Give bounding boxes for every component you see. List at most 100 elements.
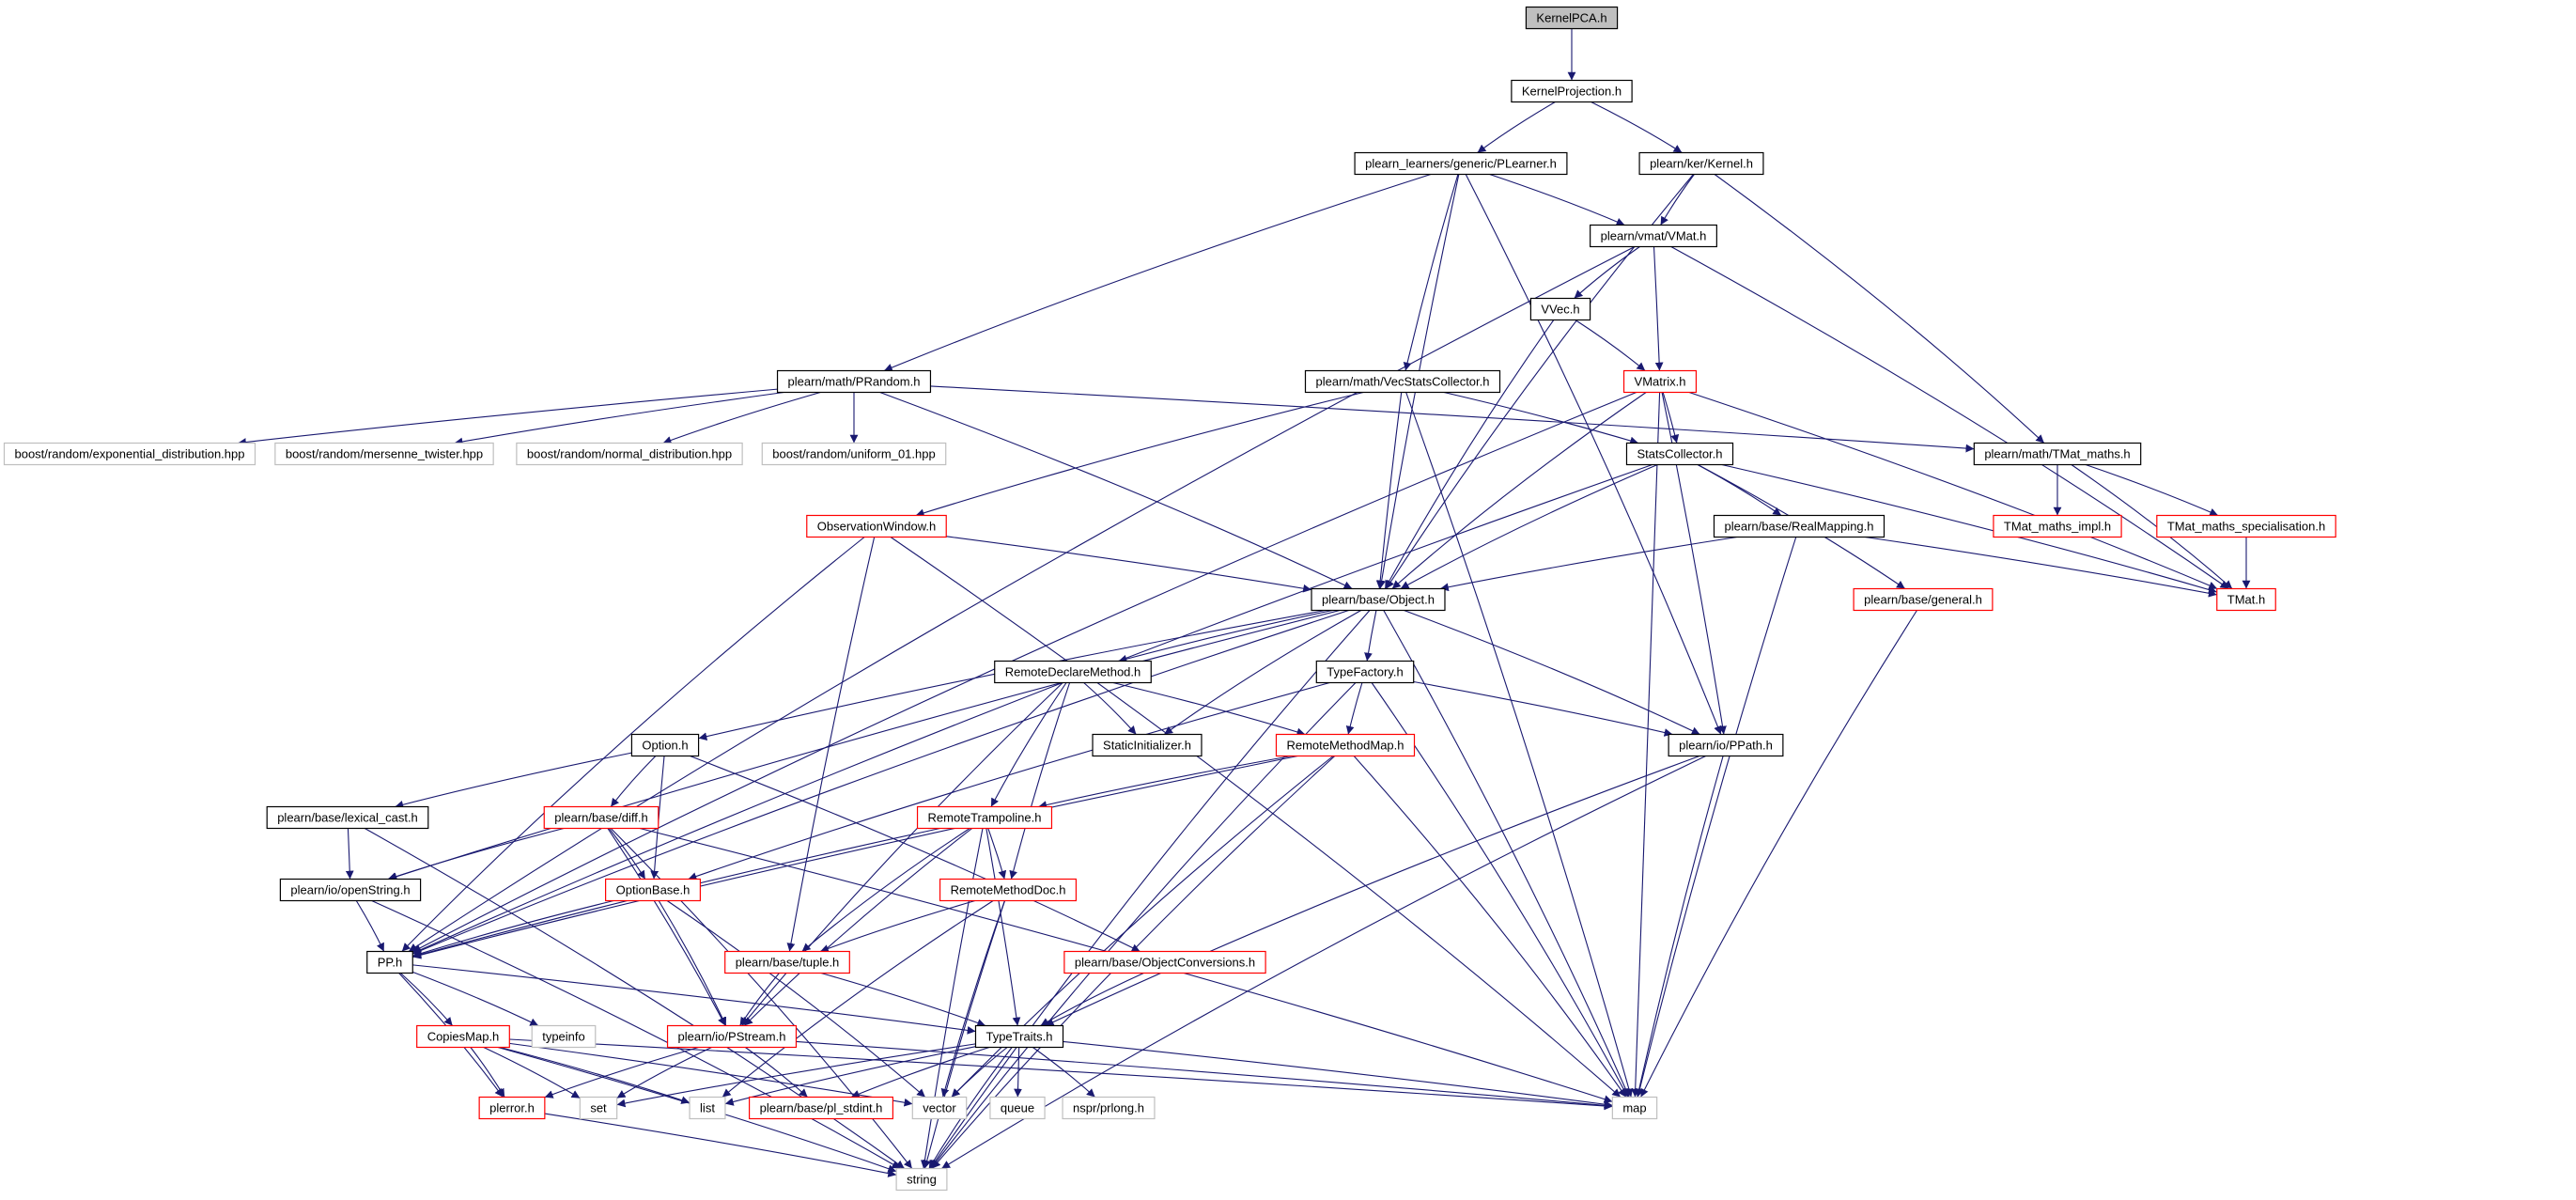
- edge-vmat-to-tmat: [1670, 246, 2229, 589]
- node-label: list: [700, 1101, 715, 1115]
- edge-prandom-to-b_exp: [238, 388, 778, 446]
- graph-node-realmapping[interactable]: plearn/base/RealMapping.h: [1713, 514, 1885, 538]
- edge-obswindow-to-tuple: [786, 537, 876, 952]
- graph-node-optionbase[interactable]: OptionBase.h: [605, 878, 701, 902]
- edge-realmapping-to-object: [1439, 536, 1738, 592]
- node-label: RemoteMethodMap.h: [1286, 739, 1404, 753]
- edge-plearner-to-prandom: [883, 173, 1432, 372]
- graph-node-vecstats[interactable]: plearn/math/VecStatsCollector.h: [1304, 369, 1501, 394]
- edge-typetraits-to-map: [1063, 1040, 1613, 1109]
- edge-remotemethodmap-to-pp: [412, 755, 1298, 959]
- graph-node-remotemethoddoc[interactable]: RemoteMethodDoc.h: [939, 878, 1078, 902]
- edge-statscollector-to-pp: [412, 463, 1653, 954]
- edge-pstream-to-plstdint: [745, 1047, 808, 1098]
- graph-node-b_norm: boost/random/normal_distribution.hpp: [516, 442, 743, 466]
- graph-node-lexicalcast[interactable]: plearn/base/lexical_cast.h: [266, 805, 429, 830]
- graph-node-tuple[interactable]: plearn/base/tuple.h: [724, 950, 850, 974]
- node-label: boost/random/exponential_distribution.hp…: [14, 447, 244, 461]
- node-box: [630, 733, 700, 757]
- node-box: [989, 1096, 1046, 1120]
- graph-node-typefactory[interactable]: TypeFactory.h: [1315, 660, 1415, 684]
- graph-node-plstdint[interactable]: plearn/base/pl_stdint.h: [748, 1096, 894, 1120]
- graph-node-tmat[interactable]: TMat.h: [2216, 587, 2276, 612]
- graph-node-diff[interactable]: plearn/base/diff.h: [543, 805, 660, 830]
- node-box: [1304, 369, 1501, 394]
- graph-node-copiesmap[interactable]: CopiesMap.h: [416, 1024, 510, 1049]
- edge-remotedecl-to-remotetramp: [990, 682, 1067, 807]
- node-box: [605, 878, 701, 902]
- node-box: [366, 950, 413, 974]
- graph-node-obswindow[interactable]: ObservationWindow.h: [806, 514, 947, 538]
- node-box: [748, 1096, 894, 1120]
- edge-tuple-to-pstream: [739, 973, 780, 1026]
- edge-remotetramp-to-remotemethoddoc: [987, 828, 1007, 880]
- node-label: TMat.h: [2227, 593, 2265, 607]
- graph-node-pp[interactable]: PP.h: [366, 950, 413, 974]
- node-box: [516, 442, 743, 466]
- edge-vmat-to-vvec: [1574, 246, 1640, 299]
- graph-node-vmatrix[interactable]: VMatrix.h: [1622, 369, 1698, 394]
- node-label: OptionBase.h: [616, 883, 691, 897]
- graph-node-pstream[interactable]: plearn/io/PStream.h: [666, 1024, 798, 1049]
- graph-node-kernelprojection[interactable]: KernelProjection.h: [1511, 79, 1633, 103]
- node-box: [1062, 1096, 1156, 1120]
- edge-pp-to-typetraits: [412, 964, 976, 1035]
- node-label: plearn/vmat/VMat.h: [1601, 229, 1707, 243]
- graph-node-objconv[interactable]: plearn/base/ObjectConversions.h: [1063, 950, 1266, 974]
- node-box: [994, 660, 1152, 684]
- edge-remotetramp-to-tuple: [801, 828, 970, 952]
- graph-node-staticinit[interactable]: StaticInitializer.h: [1092, 733, 1203, 757]
- node-label: KernelProjection.h: [1522, 85, 1622, 99]
- node-label: VMatrix.h: [1635, 375, 1686, 389]
- graph-node-remotetramp[interactable]: RemoteTrampoline.h: [916, 805, 1053, 830]
- graph-node-set: set: [579, 1096, 618, 1120]
- node-box: [1622, 369, 1698, 394]
- edge-tmatmaths-to-tmatspec: [2085, 463, 2219, 517]
- graph-node-map: map: [1611, 1096, 1658, 1120]
- edge-statscollector-to-object: [1400, 463, 1658, 589]
- graph-node-remotedecl[interactable]: RemoteDeclareMethod.h: [994, 660, 1152, 684]
- edge-diff-to-string: [610, 828, 913, 1169]
- edge-remotemethoddoc-to-tuple: [819, 899, 976, 953]
- node-label: boost/random/uniform_01.hpp: [772, 447, 935, 461]
- node-label: RemoteTrampoline.h: [928, 811, 1042, 825]
- graph-node-ppath[interactable]: plearn/io/PPath.h: [1668, 733, 1784, 757]
- graph-node-vmat[interactable]: plearn/vmat/VMat.h: [1590, 224, 1717, 248]
- edge-copiesmap-to-list: [500, 1046, 691, 1104]
- graph-node-prandom[interactable]: plearn/math/PRandom.h: [776, 369, 932, 394]
- graph-node-general[interactable]: plearn/base/general.h: [1853, 587, 1994, 612]
- graph-node-tmatspec[interactable]: TMat_maths_specialisation.h: [2156, 514, 2336, 538]
- node-box: [1973, 442, 2142, 466]
- edge-plearner-to-vmat: [1489, 173, 1625, 226]
- edge-copiesmap-to-map: [509, 1038, 1613, 1111]
- node-label: typeinfo: [542, 1030, 585, 1044]
- graph-node-openstring[interactable]: plearn/io/openString.h: [279, 878, 422, 902]
- graph-node-typetraits[interactable]: TypeTraits.h: [974, 1024, 1064, 1049]
- graph-node-kernelpca[interactable]: KernelPCA.h: [1525, 6, 1619, 30]
- node-label: RemoteMethodDoc.h: [951, 883, 1066, 897]
- node-box: [279, 878, 422, 902]
- node-label: plearn/base/Object.h: [1322, 593, 1435, 607]
- edge-typetraits-to-set: [616, 1043, 976, 1108]
- graph-node-vvec[interactable]: VVec.h: [1529, 297, 1591, 321]
- graph-node-tmatmaths[interactable]: plearn/math/TMat_maths.h: [1973, 442, 2142, 466]
- node-label: TypeFactory.h: [1327, 665, 1403, 679]
- graph-node-string: string: [895, 1167, 948, 1192]
- node-box: [1275, 733, 1416, 757]
- graph-node-object[interactable]: plearn/base/Object.h: [1311, 587, 1446, 612]
- graph-node-remotemethodmap[interactable]: RemoteMethodMap.h: [1275, 733, 1416, 757]
- graph-node-tmatimpl[interactable]: TMat_maths_impl.h: [1993, 514, 2122, 538]
- node-box: [1092, 733, 1203, 757]
- graph-node-plearner[interactable]: plearn_learners/generic/PLearner.h: [1354, 151, 1568, 176]
- graph-node-option[interactable]: Option.h: [630, 733, 700, 757]
- graph-node-plerror[interactable]: plerror.h: [478, 1096, 546, 1120]
- edge-remotedecl-to-remotemethoddoc: [1009, 682, 1071, 880]
- graph-node-kernel[interactable]: plearn/ker/Kernel.h: [1638, 151, 1764, 176]
- graph-node-b_exp: boost/random/exponential_distribution.hp…: [3, 442, 256, 466]
- node-box: [666, 1024, 798, 1049]
- node-label: plearn/base/RealMapping.h: [1725, 520, 1874, 534]
- graph-node-statscollector[interactable]: StatsCollector.h: [1625, 442, 1734, 466]
- node-label: TMat_maths_specialisation.h: [2167, 520, 2325, 534]
